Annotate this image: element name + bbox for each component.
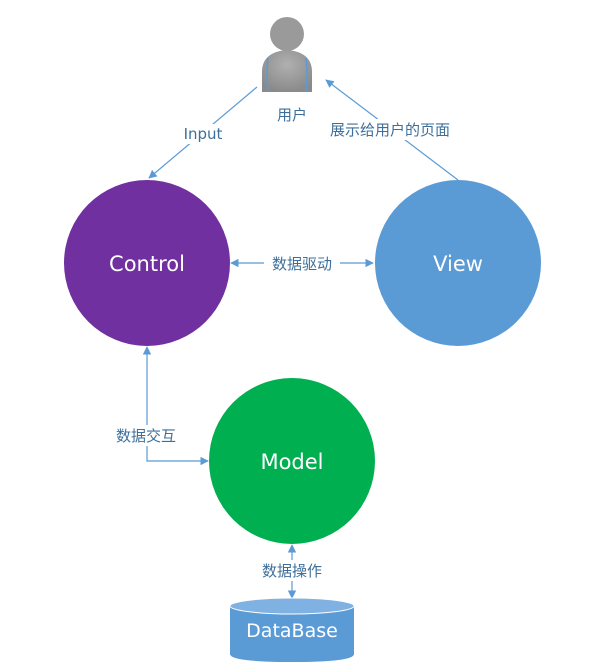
model-label: Model [260, 450, 323, 474]
view-label: View [433, 252, 483, 276]
edge-view-to-user-label: 展示给用户的页面 [330, 121, 450, 139]
model-node [209, 378, 375, 544]
control-node [64, 180, 230, 346]
database-node [229, 597, 355, 662]
edge-control-model-label: 数据交互 [116, 427, 176, 445]
user-label: 用户 [277, 106, 307, 124]
edge-control-view-label: 数据驱动 [272, 255, 332, 273]
edge-input-label: Input [184, 125, 223, 143]
control-label: Control [109, 252, 185, 276]
database-label: DataBase [246, 620, 338, 642]
user-icon [262, 17, 312, 93]
edge-control-model-arrow [142, 346, 209, 466]
edge-model-database-label: 数据操作 [262, 562, 322, 580]
view-node [375, 180, 541, 346]
